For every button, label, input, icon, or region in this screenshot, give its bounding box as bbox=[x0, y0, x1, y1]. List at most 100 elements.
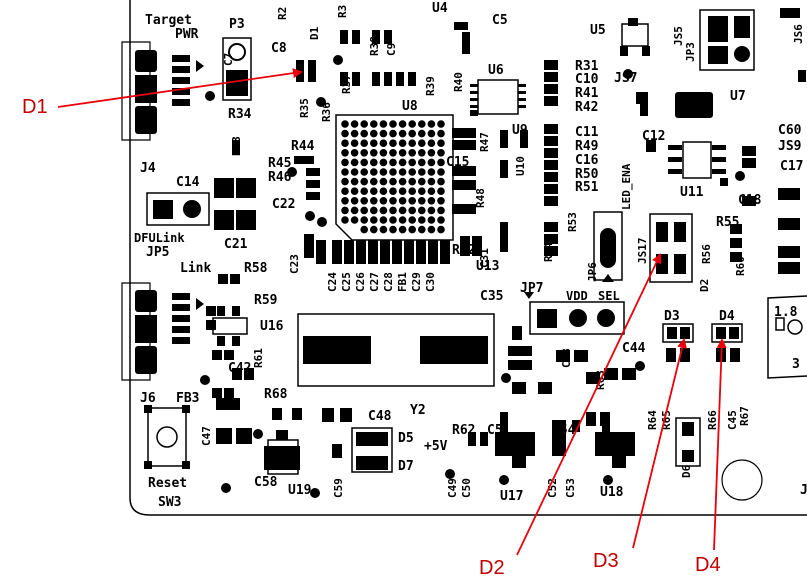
silk-label: DFULink bbox=[134, 231, 185, 245]
smd-pads bbox=[200, 8, 806, 498]
chip-u7 bbox=[675, 92, 713, 118]
silk-label: JP5 bbox=[146, 245, 169, 260]
silk-label: R35 bbox=[298, 98, 311, 118]
silk-label: FB3 bbox=[176, 391, 199, 406]
chip-u16 bbox=[212, 306, 248, 346]
jumper-jp6 bbox=[593, 211, 623, 282]
chip-u11 bbox=[668, 141, 726, 179]
regulator-u19 bbox=[264, 430, 300, 475]
silk-label: R31 bbox=[575, 59, 599, 74]
silk-label: C31 bbox=[478, 248, 491, 268]
silk-label: C16 bbox=[575, 153, 599, 168]
silk-label: D3 bbox=[664, 309, 680, 324]
silk-label: C59 bbox=[332, 478, 345, 498]
silk-label: C11 bbox=[575, 125, 599, 140]
diode-d6 bbox=[675, 417, 701, 467]
silk-label: C30 bbox=[424, 272, 437, 292]
silk-label: U13 bbox=[476, 259, 499, 274]
silk-label: C48 bbox=[368, 409, 392, 424]
silk-label: R59 bbox=[254, 293, 277, 308]
callout-d4: D4 bbox=[695, 554, 721, 576]
silk-label: D4 bbox=[719, 309, 735, 324]
silk-label: U19 bbox=[288, 483, 311, 498]
silk-label: C22 bbox=[272, 197, 295, 212]
silk-label: C29 bbox=[410, 272, 423, 292]
silk-label: U17 bbox=[500, 489, 523, 504]
silk-label: U7 bbox=[730, 89, 746, 104]
silk-label: Target bbox=[145, 13, 192, 28]
silk-label: U18 bbox=[600, 485, 624, 500]
arrow-d3 bbox=[632, 338, 687, 549]
silk-label: C43 bbox=[560, 348, 573, 368]
silk-label: Link bbox=[180, 261, 211, 276]
silk-label: J6 bbox=[140, 391, 156, 406]
silk-label: R52 bbox=[452, 243, 475, 258]
callout-arrows bbox=[57, 68, 727, 556]
silk-label: R64 bbox=[646, 410, 659, 430]
silk-label: JS17 bbox=[636, 238, 649, 265]
jumper-jp7 bbox=[524, 292, 625, 335]
silk-label: JS6 bbox=[792, 24, 805, 44]
switch-sw3 bbox=[144, 405, 190, 469]
silk-label: J bbox=[800, 483, 807, 498]
silk-label: U5 bbox=[590, 23, 606, 38]
silk-label: R61 bbox=[252, 348, 265, 368]
callout-d3: D3 bbox=[593, 550, 619, 572]
silk-label: Reset bbox=[148, 476, 187, 491]
silk-label: C14 bbox=[176, 175, 200, 190]
silk-label: R62 bbox=[452, 423, 475, 438]
silk-label: R43 bbox=[230, 136, 243, 156]
connector-j6 bbox=[121, 282, 204, 381]
silk-label: JS9 bbox=[778, 139, 801, 154]
crystal-y2 bbox=[297, 313, 495, 387]
silk-label: J4 bbox=[140, 161, 156, 176]
silk-label: C49 bbox=[446, 478, 459, 498]
silk-label: C24 bbox=[326, 272, 339, 292]
silk-label: R38 bbox=[368, 36, 381, 56]
silk-label: C44 bbox=[622, 341, 646, 356]
silk-label: C52 bbox=[546, 478, 559, 498]
silk-label: R44 bbox=[291, 139, 315, 154]
silk-label: R39 bbox=[424, 76, 437, 96]
callout-d2: D2 bbox=[479, 557, 505, 579]
silk-label: LED_ENA bbox=[620, 163, 633, 210]
silk-label: Y2 bbox=[410, 403, 426, 418]
silk-label: R47 bbox=[478, 132, 491, 152]
silk-label: 1.8 bbox=[774, 305, 798, 320]
silk-label: PWR bbox=[175, 27, 199, 42]
chip-u6 bbox=[470, 79, 526, 115]
silk-label: R3 bbox=[336, 5, 349, 18]
silk-label: C42 bbox=[228, 361, 251, 376]
silk-label: R51 bbox=[575, 180, 599, 195]
diode-d5-d7 bbox=[351, 427, 393, 473]
silk-label: U4 bbox=[432, 1, 448, 16]
silk-label: D7 bbox=[398, 459, 414, 474]
callout-d1: D1 bbox=[22, 96, 48, 118]
silk-label: C9 bbox=[385, 43, 398, 56]
silk-label: C21 bbox=[224, 237, 248, 252]
silk-label: U11 bbox=[680, 185, 704, 200]
silk-label: U10 bbox=[514, 156, 527, 176]
silk-label: R36 bbox=[320, 102, 333, 122]
silk-label: R40 bbox=[452, 72, 465, 92]
silk-label: C50 bbox=[460, 478, 473, 498]
silk-label: R56 bbox=[700, 244, 713, 264]
arrow-d1 bbox=[57, 68, 303, 108]
silk-label: JS5 bbox=[672, 26, 685, 46]
silk-label: C23 bbox=[288, 254, 301, 274]
silk-label: P3 bbox=[229, 17, 245, 32]
led-d4 bbox=[711, 323, 743, 343]
silk-label: C5 bbox=[492, 13, 508, 28]
silk-label: R67 bbox=[738, 406, 751, 426]
board-outline bbox=[129, 0, 807, 516]
silk-label: SW3 bbox=[158, 495, 181, 510]
silk-label: R55 bbox=[716, 215, 739, 230]
silk-label: C60 bbox=[778, 123, 802, 138]
silk-label: R34 bbox=[228, 107, 252, 122]
silk-label: R41 bbox=[575, 86, 599, 101]
jumper-dfulink bbox=[146, 192, 210, 226]
silk-label: D6 bbox=[680, 464, 693, 478]
silk-label: C17 bbox=[780, 159, 803, 174]
mounting-hole bbox=[721, 459, 763, 501]
silk-label: SEL bbox=[598, 289, 620, 303]
